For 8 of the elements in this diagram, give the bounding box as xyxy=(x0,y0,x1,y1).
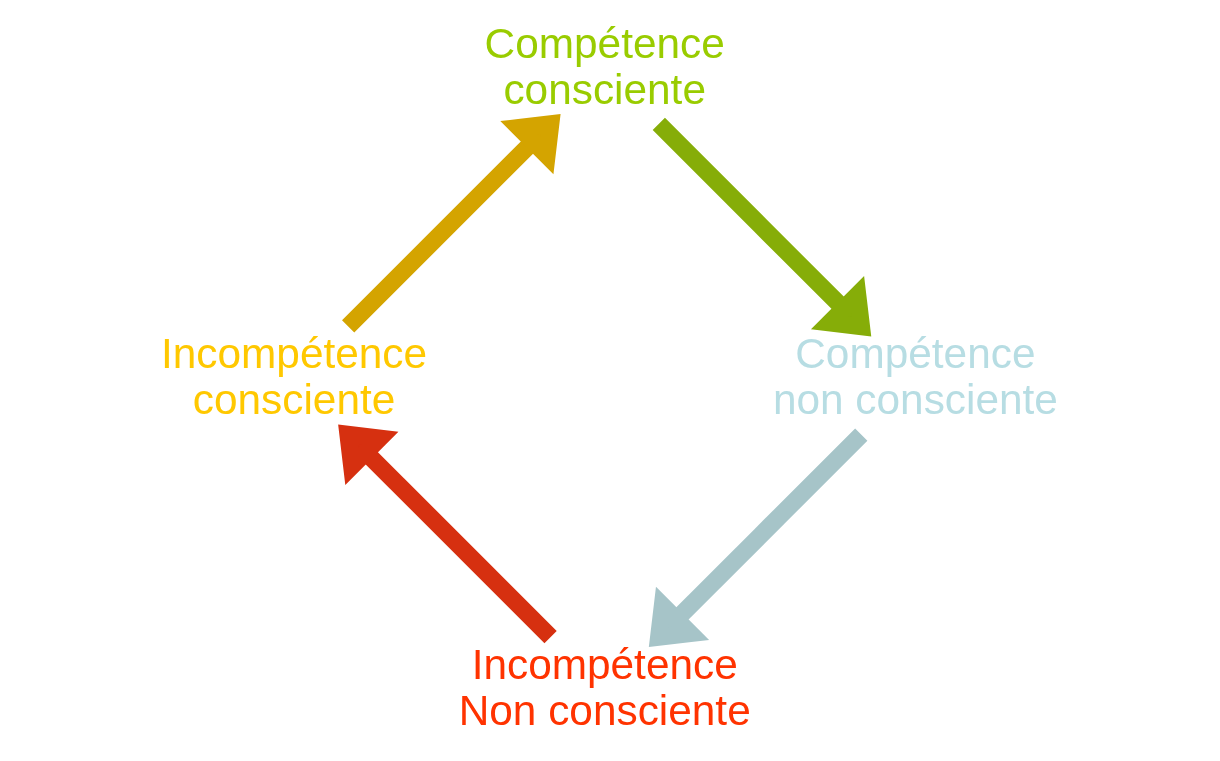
arrow xyxy=(648,428,868,648)
arrow xyxy=(652,117,872,337)
node-text: Compétence non consciente xyxy=(772,330,1058,424)
arrow xyxy=(342,113,561,333)
node-text: Compétence consciente xyxy=(484,19,725,113)
node-text: Incompétence Non consciente xyxy=(458,640,751,735)
node-text: Incompétence consciente xyxy=(160,330,428,424)
arrow xyxy=(338,424,557,644)
